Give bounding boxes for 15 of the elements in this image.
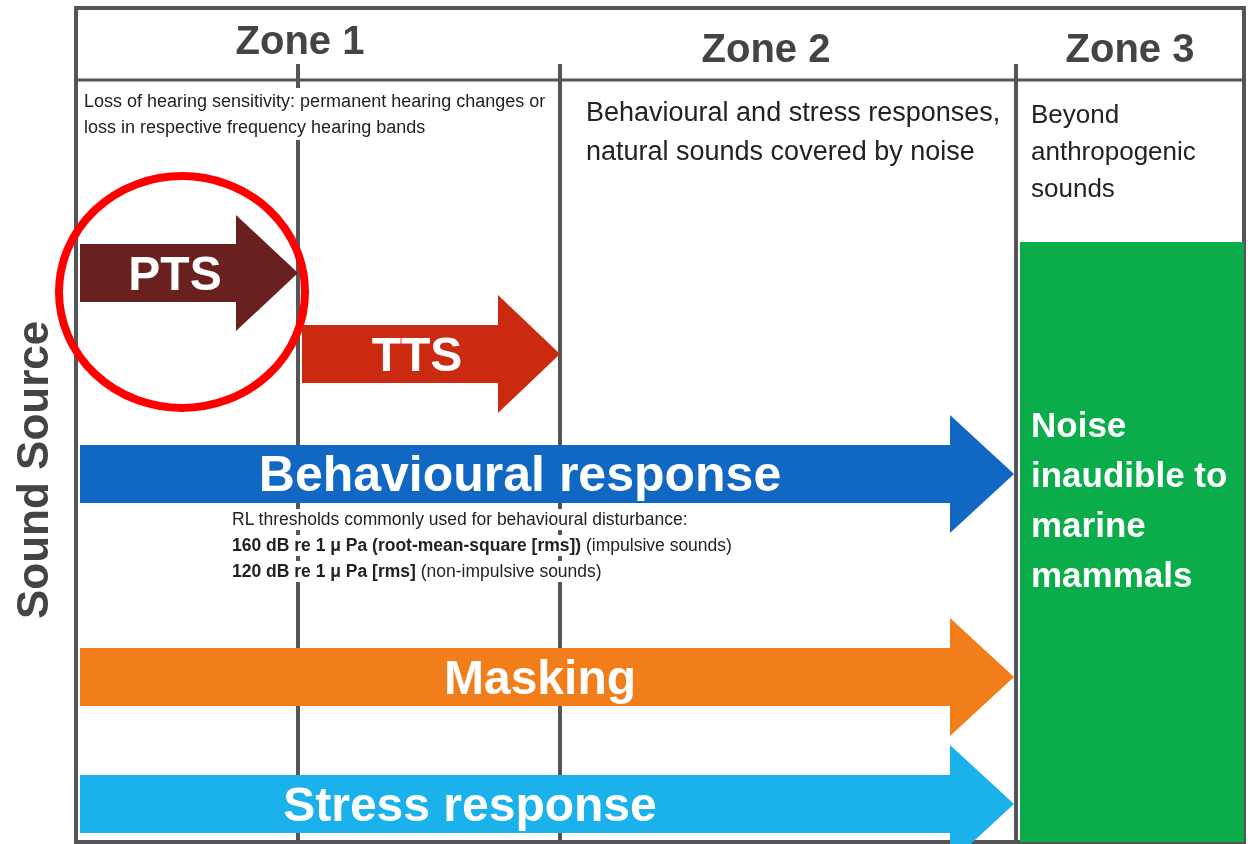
arrow-shape: PTS	[80, 215, 298, 331]
zone-heading: Zone 2	[700, 26, 832, 71]
threshold-note: 160 dB re 1 μ Pa (root-mean-square [rms]) (impulsive sounds)	[230, 535, 734, 556]
highlight-ellipse	[55, 172, 309, 412]
description-text: Beyond anthropogenic sounds	[1031, 98, 1197, 205]
arrow-shape: TTS	[302, 295, 560, 413]
arrow-shape: Stress response	[80, 745, 1014, 844]
threshold-note: 120 dB re 1 μ Pa [rms] (non-impulsive sounds)	[230, 561, 604, 582]
result-panel: Noise inaudible to marine mammals	[1020, 242, 1244, 842]
axis-label: Sound Source	[8, 319, 58, 622]
zone-heading: Zone 3	[1064, 26, 1196, 71]
arrow-shape: Masking	[80, 618, 1014, 736]
threshold-note: RL thresholds commonly used for behavioural disturbance:	[230, 509, 690, 530]
zone-heading: Zone 1	[234, 18, 366, 63]
description-text: Behavioural and stress responses, natural sounds covered by noise	[586, 96, 1002, 168]
